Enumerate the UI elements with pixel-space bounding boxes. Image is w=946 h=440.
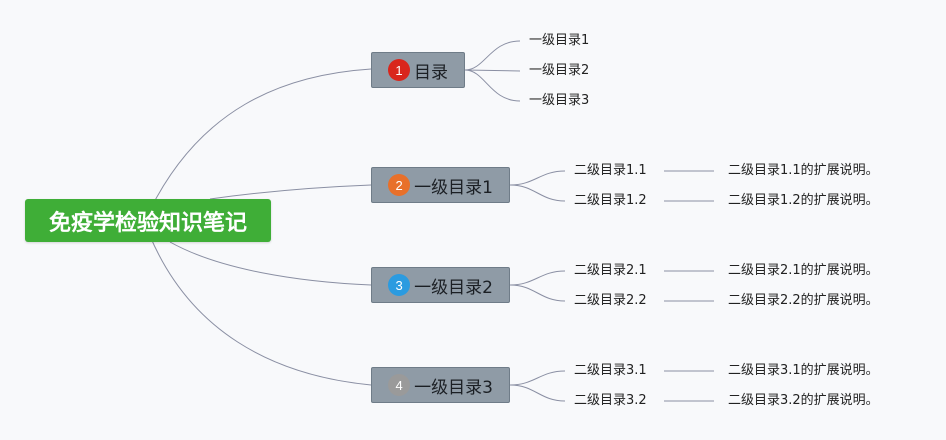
branch-label: 目录 xyxy=(414,62,448,83)
subtopic-item[interactable]: 二级目录2.2 xyxy=(574,293,647,308)
branch-label: 一级目录2 xyxy=(414,277,493,298)
branch-topic-toc[interactable]: 1 目录 xyxy=(371,52,465,88)
priority-1-icon: 1 xyxy=(388,59,410,81)
subtopic-note[interactable]: 二级目录3.2的扩展说明。 xyxy=(728,393,879,408)
link-branch-3-child-1 xyxy=(509,384,566,402)
link-root-branch-3 xyxy=(149,235,372,386)
subtopic-note[interactable]: 二级目录1.2的扩展说明。 xyxy=(728,193,879,208)
priority-4-icon: 4 xyxy=(388,374,411,396)
link-branch-1-child-0 xyxy=(509,170,566,186)
branch-label: 一级目录3 xyxy=(414,377,493,398)
priority-2-icon: 2 xyxy=(388,174,411,196)
subtopic-note[interactable]: 二级目录2.1的扩展说明。 xyxy=(728,263,879,278)
link-branch-0-child-0 xyxy=(464,40,521,71)
subtopic-item[interactable]: 二级目录2.1 xyxy=(574,263,647,278)
link-branch-2-child-0 xyxy=(509,270,566,286)
link-root-branch-2 xyxy=(169,241,372,286)
link-branch-0-child-2 xyxy=(464,69,521,102)
subtopic-note[interactable]: 二级目录3.1的扩展说明。 xyxy=(728,363,879,378)
branch-topic-level1-2[interactable]: 3 一级目录2 xyxy=(371,267,510,303)
root-topic[interactable]: 免疫学检验知识笔记 xyxy=(25,199,271,242)
subtopic-note[interactable]: 二级目录1.1的扩展说明。 xyxy=(728,163,879,178)
link-root-branch-0 xyxy=(149,68,372,211)
subtopic-item[interactable]: 二级目录3.2 xyxy=(574,393,647,408)
subtopic-item[interactable]: 一级目录2 xyxy=(529,63,590,78)
link-branch-1-child-1 xyxy=(509,184,566,202)
subtopic-item[interactable]: 一级目录1 xyxy=(529,33,590,48)
link-branch-0-child-1 xyxy=(464,69,521,72)
subtopic-item[interactable]: 二级目录1.2 xyxy=(574,193,647,208)
link-branch-2-child-1 xyxy=(509,284,566,302)
link-root-branch-1 xyxy=(209,184,372,200)
subtopic-item[interactable]: 二级目录1.1 xyxy=(574,163,647,178)
root-topic-label: 免疫学检验知识笔记 xyxy=(48,210,247,236)
subtopic-item[interactable]: 一级目录3 xyxy=(529,93,590,108)
branch-label: 一级目录1 xyxy=(414,177,493,198)
subtopic-note[interactable]: 二级目录2.2的扩展说明。 xyxy=(728,293,879,308)
subtopic-item[interactable]: 二级目录3.1 xyxy=(574,363,647,378)
priority-3-icon: 3 xyxy=(388,274,411,296)
link-branch-3-child-0 xyxy=(509,370,566,386)
branch-topic-level1-3[interactable]: 4 一级目录3 xyxy=(371,367,510,403)
branch-topic-level1-1[interactable]: 2 一级目录1 xyxy=(371,167,510,203)
